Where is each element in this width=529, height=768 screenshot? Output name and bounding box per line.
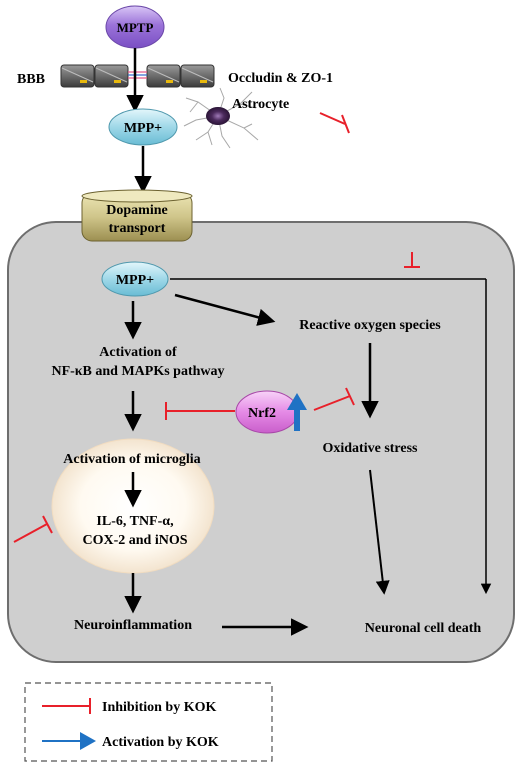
bbb-cell-4: [180, 64, 215, 88]
mpp-inside-label: MPP+: [116, 273, 154, 288]
astrocyte-icon: [183, 87, 259, 149]
blood-brain-barrier: [60, 64, 215, 88]
nrf2-activation-arrow: [287, 393, 307, 431]
cytokines-label-line1: IL-6, TNF-α,: [96, 514, 173, 529]
legend-inhibition-label: Inhibition by KOK: [102, 700, 216, 715]
astrocyte-label: Astrocyte: [232, 97, 289, 112]
tight-junction: [128, 71, 147, 79]
neuronal-cell-death-label: Neuronal cell death: [365, 621, 482, 636]
arrow-mpp-to-ros: [174, 293, 276, 326]
dopamine-transport-label-line1: Dopamine: [106, 203, 167, 218]
nrf2-inhibits-oxidative-stress: [313, 387, 355, 411]
oxidative-stress-label: Oxidative stress: [322, 441, 418, 456]
nrf2-inhibits-activation: [165, 402, 235, 420]
legend-box: [24, 682, 273, 762]
occludin-zo1-label: Occludin & ZO-1: [228, 71, 333, 86]
neuron-cell-body: [7, 221, 515, 663]
mpp-direct-inhibition-symbol: [404, 252, 420, 268]
legend-inhibition-symbol: [42, 698, 91, 714]
cytokines-label-line2: COX-2 and iNOS: [82, 533, 187, 548]
mpp-inside-node: [101, 261, 169, 297]
mpp-outside-label: MPP+: [124, 121, 162, 136]
astrocyte-inhibition-symbol: [319, 112, 350, 134]
bbb-cell-1: [60, 64, 95, 88]
mpp-outside-node: [108, 108, 178, 146]
arrow-oxidative-stress-to-cell-death: [369, 469, 390, 595]
microglia-label: Activation of microglia: [63, 452, 200, 467]
neuroinflammation-label: Neuroinflammation: [74, 618, 192, 633]
legend-activation-label: Activation by KOK: [102, 735, 219, 750]
dopamine-transport-node: [81, 189, 193, 242]
bbb-cell-3: [146, 64, 181, 88]
legend-activation-symbol: [42, 732, 96, 750]
ros-label: Reactive oxygen species: [299, 318, 441, 333]
cytokine-inhibition-symbol: [13, 515, 53, 543]
bbb-label: BBB: [17, 72, 45, 87]
activation-label-line2: NF-κB and MAPKs pathway: [51, 364, 224, 379]
activation-label-line1: Activation of: [99, 345, 177, 360]
bbb-cell-2: [94, 64, 129, 88]
mptp-label: MPTP: [117, 20, 154, 35]
dopamine-transport-label-line2: transport: [109, 221, 166, 236]
nrf2-label: Nrf2: [248, 406, 276, 421]
